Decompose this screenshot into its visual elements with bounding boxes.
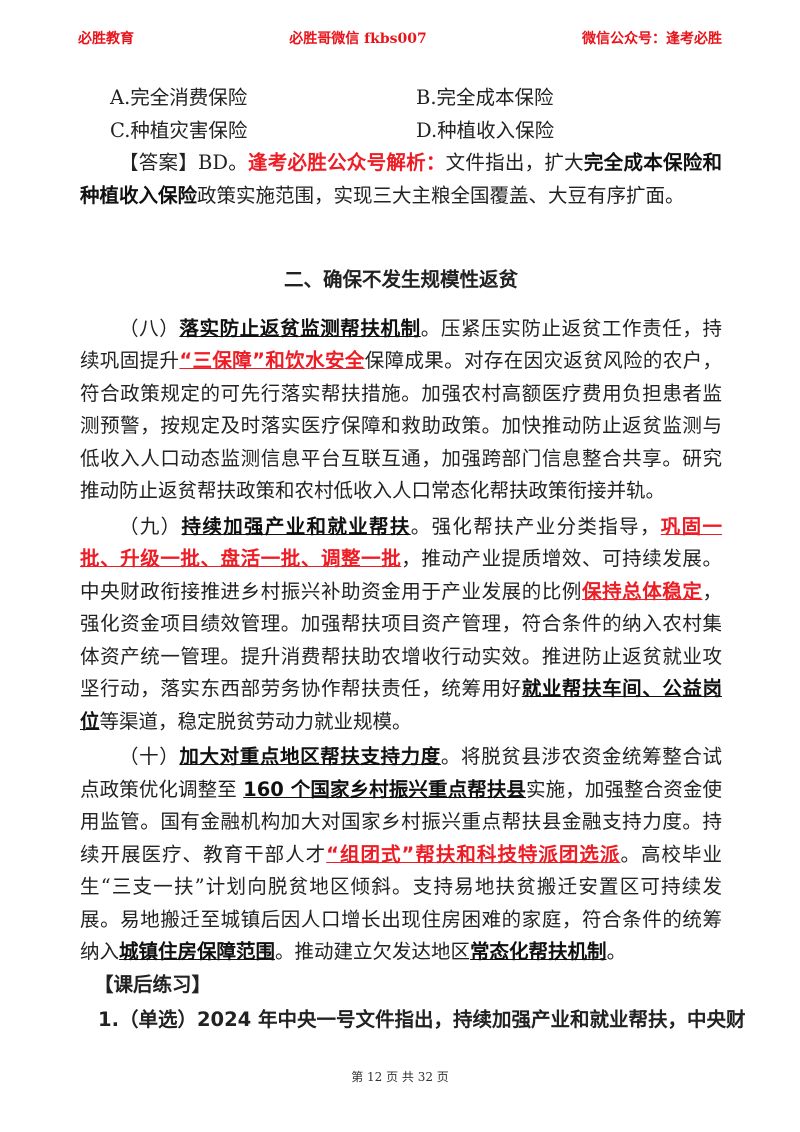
text-segment: 。强化帮扶产业分类指导， <box>410 514 661 538</box>
emphasis-segment: 加大对重点地区帮扶支持力度 <box>179 745 441 768</box>
emphasis-segment: “组团式”帮扶和科技特派团选派 <box>326 842 621 866</box>
answer-options: A.完全消费保险 B.完全成本保险 C.种植灾害保险 D.种植收入保险 <box>80 82 722 147</box>
text-segment: （九） <box>119 514 182 538</box>
text-segment: 实施，加强整合资金使用监管。国有金融机构加大对国家乡村振兴重点帮扶县金融支持力度… <box>80 777 722 866</box>
document-body: A.完全消费保险 B.完全成本保险 C.种植灾害保险 D.种植收入保险 【答案】… <box>80 82 746 1037</box>
text-segment: 。推动建立欠发达地区 <box>275 940 471 963</box>
header-left: 必胜教育 <box>78 31 134 47</box>
text-segment: （八） <box>119 316 180 340</box>
question-1: 1.（单选）2024 年中央一号文件指出，持续加强产业和就业帮扶，中央财 <box>98 1008 746 1031</box>
text-segment: 【答案】BD。 <box>119 151 249 174</box>
answer-paragraph: 【答案】BD。逢考必胜公众号解析：文件指出，扩大完全成本保险和种植收入保险政策实… <box>80 147 722 212</box>
text-segment: 政策实施范围，实现三大主粮全国覆盖、大豆有序扩面。 <box>197 183 685 207</box>
option-a: A.完全消费保险 <box>110 86 248 109</box>
page-footer: 第 12 页 共 32 页 <box>351 1070 449 1084</box>
emphasis-segment: 持续加强产业和就业帮扶 <box>181 514 411 538</box>
text-segment: 。高校毕业生“三支一扶”计划向脱贫地区倾斜。支持易地扶贫搬迁安置区可持续发展。易… <box>80 842 722 964</box>
option-c: C.种植灾害保险 <box>110 118 248 142</box>
emphasis-segment: 完全成本保险和种植收入保险 <box>80 151 722 207</box>
text-segment: 保障成果。对存在因灾返贫风险的农户，符合政策规定的可先行落实帮扶措施。加强农村高… <box>80 349 722 502</box>
text-segment: 。将脱贫县涉农资金统筹整合试点政策优化调整至 <box>80 745 722 801</box>
text-segment: （十） <box>119 745 180 768</box>
text-segment: 。 <box>606 940 627 963</box>
policy-paragraph: （八）落实防止返贫监测帮扶机制。压紧压实防止返贫工作责任，持续巩固提升“三保障”… <box>80 313 722 508</box>
text-segment: 。压紧压实防止返贫工作责任，持续巩固提升 <box>80 316 722 373</box>
policy-paragraph: （十）加大对重点地区帮扶支持力度。将脱贫县涉农资金统筹整合试点政策优化调整至 1… <box>80 741 722 969</box>
emphasis-segment: 城镇住房保障范围 <box>119 940 276 963</box>
emphasis-segment: 就业帮扶车间、公益岗位 <box>80 677 722 733</box>
policy-paragraph: （九）持续加强产业和就业帮扶。强化帮扶产业分类指导，巩固一批、升级一批、盘活一批… <box>80 511 722 739</box>
text-segment: ，推动产业提质增效、可持续发展。中央财政衔接推进乡村振兴补助资金用于产业发展的比… <box>80 547 722 603</box>
text-segment: ，强化资金项目绩效管理。加强帮扶项目资产管理，符合条件的纳入农村集体资产统一管理… <box>80 579 722 701</box>
policy-paragraphs: （八）落实防止返贫监测帮扶机制。压紧压实防止返贫工作责任，持续巩固提升“三保障”… <box>80 313 722 969</box>
emphasis-segment: 逢考必胜公众号解析： <box>248 151 446 174</box>
option-b: B.完全成本保险 <box>416 86 554 109</box>
emphasis-segment: “三保障”和饮水安全 <box>179 349 365 372</box>
emphasis-segment: 保持总体稳定 <box>581 579 703 603</box>
emphasis-segment: 160 个国家乡村振兴重点帮扶县 <box>243 777 527 801</box>
option-d: D.种植收入保险 <box>416 118 555 142</box>
header-center: 必胜哥微信 fkbs007 <box>289 31 427 47</box>
header-right: 微信公众号：逢考必胜 <box>582 31 722 47</box>
exercise-heading: 【课后练习】 <box>94 972 212 996</box>
section-heading: 二、确保不发生规模性返贫 <box>283 268 518 291</box>
emphasis-segment: 常态化帮扶机制 <box>470 940 607 963</box>
text-segment: 等渠道，稳定脱贫劳动力就业规模。 <box>99 709 412 733</box>
text-segment: 文件指出，扩大 <box>445 151 584 174</box>
emphasis-segment: 落实防止返贫监测帮扶机制 <box>179 316 421 340</box>
emphasis-segment: 巩固一批、升级一批、盘活一批、调整一批 <box>80 514 722 571</box>
page-header: 必胜教育 必胜哥微信 fkbs007 微信公众号：逢考必胜 <box>78 28 722 48</box>
